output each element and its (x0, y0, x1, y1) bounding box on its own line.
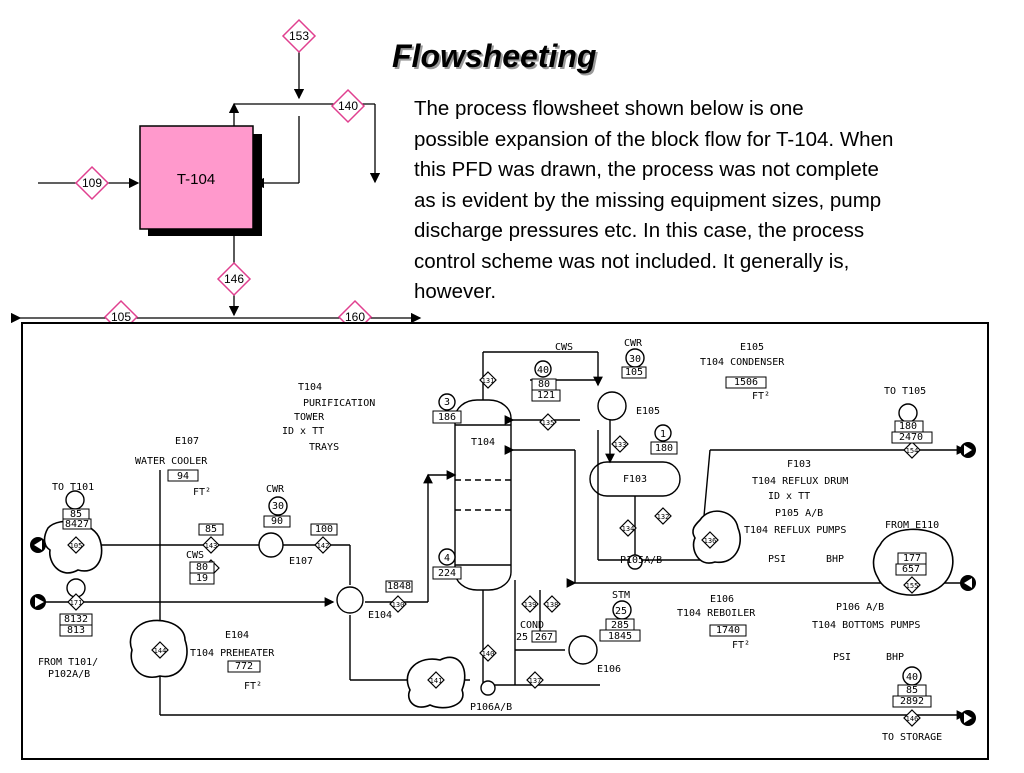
description-line: as is evident by the missing equipment s… (414, 188, 882, 212)
svg-text:140: 140 (338, 99, 358, 113)
svg-text:160: 160 (345, 310, 365, 324)
description-line: discharge pressures etc. In this case, t… (414, 219, 865, 242)
description-line: however. (414, 280, 497, 303)
description-line: possible expansion of the block flow for… (414, 127, 894, 151)
stream-tag-109: 109 (74, 165, 110, 201)
svg-text:153: 153 (289, 29, 309, 43)
description-line: The process flowsheet shown below is one (414, 97, 804, 120)
stream-tag-160: 160 (337, 299, 373, 335)
svg-text:105: 105 (111, 310, 131, 324)
page-title: Flowsheeting (392, 38, 597, 74)
description-line: control scheme was not included. It gene… (414, 249, 850, 273)
stream-tag-153: 153 (281, 18, 317, 54)
description-line: this PFD was drawn, the process was not … (414, 158, 879, 181)
stream-tag-146: 146 (216, 261, 252, 297)
stream-tag-140: 140 (330, 88, 366, 124)
svg-text:146: 146 (224, 272, 244, 286)
t104-unit-label: T-104 (177, 171, 215, 188)
svg-text:109: 109 (82, 176, 102, 190)
t104-unit-block (139, 125, 254, 230)
description-paragraph: The process flowsheet shown below is one… (414, 94, 1014, 308)
stream-tag-105: 105 (103, 299, 139, 335)
